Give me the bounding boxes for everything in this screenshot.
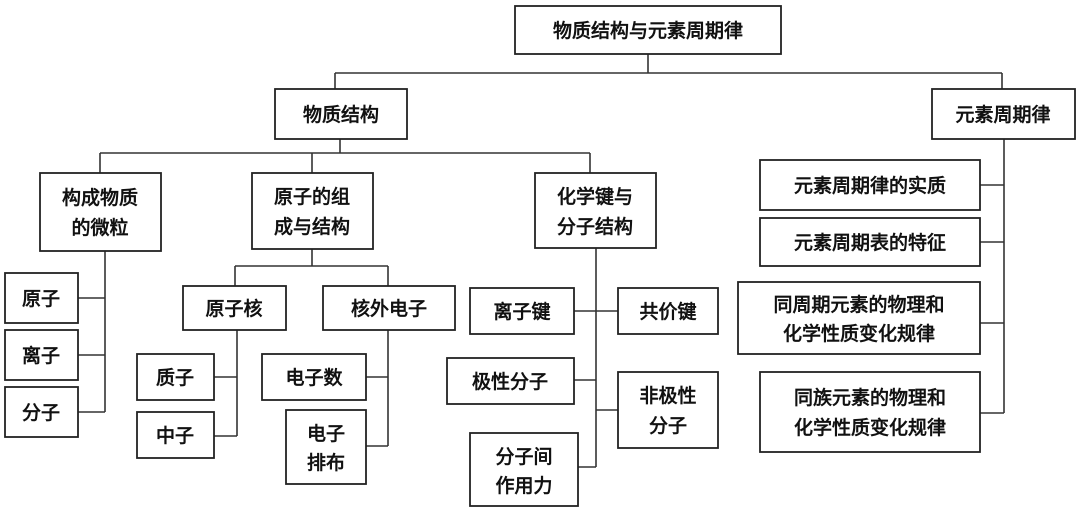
node-proton: 质子 — [136, 353, 215, 401]
node-intermolecular-force: 分子间 作用力 — [469, 432, 579, 507]
node-electron-count: 电子数 — [261, 353, 367, 401]
node-bond-structure-label-line-1: 化学键与 — [557, 185, 633, 208]
node-electrons-label: 核外电子 — [351, 297, 427, 320]
node-ion-particle: 离子 — [4, 329, 79, 381]
node-nucleus: 原子核 — [182, 285, 287, 331]
node-nonpolar-molecule-label-line-2: 分子 — [649, 415, 687, 437]
node-same-group-trends: 同族元素的物理和 化学性质变化规律 — [759, 371, 981, 453]
node-neutron-label: 中子 — [156, 424, 194, 447]
node-same-group-trends-label-line-2: 化学性质变化规律 — [794, 416, 946, 439]
node-electron-arrangement: 电子 排布 — [285, 409, 367, 485]
node-electron-count-label: 电子数 — [285, 366, 343, 389]
node-bond-structure: 化学键与 分子结构 — [534, 172, 657, 249]
node-molecule-particle-label: 分子 — [22, 402, 60, 424]
node-ion-particle-label: 离子 — [22, 344, 60, 367]
connector-lines — [78, 54, 1005, 468]
node-atom-particle-label: 原子 — [22, 288, 60, 310]
node-atom-structure-label-line-1: 原子的组 — [274, 185, 350, 208]
node-periodic: 元素周期律 — [931, 88, 1076, 140]
node-atom-structure: 原子的组 成与结构 — [251, 172, 374, 250]
node-periodic-label: 元素周期律 — [955, 103, 1050, 126]
node-electron-arrangement-label-line-1: 电子 — [307, 422, 345, 445]
node-same-period-trends-label-line-1: 同周期元素的物理和 — [773, 293, 944, 316]
node-periodic-table-features-label: 元素周期表的特征 — [794, 231, 946, 254]
node-covalent-bond: 共价键 — [617, 287, 719, 335]
node-atom-particle: 原子 — [4, 272, 79, 324]
node-particles: 构成物质 的微粒 — [39, 172, 162, 252]
node-nonpolar-molecule: 非极性 分子 — [617, 371, 719, 449]
node-covalent-bond-label: 共价键 — [639, 300, 696, 323]
node-electrons: 核外电子 — [322, 285, 456, 331]
node-intermolecular-force-label-line-2: 作用力 — [495, 474, 552, 497]
node-same-period-trends-label-line-2: 化学性质变化规律 — [783, 322, 935, 345]
node-periodic-law-essence-label: 元素周期律的实质 — [794, 174, 946, 197]
node-neutron: 中子 — [136, 411, 215, 459]
node-nucleus-label: 原子核 — [205, 297, 262, 320]
node-electron-arrangement-label-line-2: 排布 — [307, 451, 345, 474]
node-intermolecular-force-label-line-1: 分子间 — [495, 446, 552, 468]
node-same-group-trends-label-line-1: 同族元素的物理和 — [794, 386, 946, 409]
node-structure: 物质结构 — [274, 88, 408, 140]
node-polar-molecule: 极性分子 — [446, 357, 575, 405]
node-particles-label-line-1: 构成物质 — [62, 186, 138, 209]
node-particles-label-line-2: 的微粒 — [71, 216, 128, 239]
node-polar-molecule-label: 极性分子 — [472, 370, 548, 393]
node-periodic-table-features: 元素周期表的特征 — [759, 217, 981, 267]
node-root-label: 物质结构与元素周期律 — [553, 19, 743, 42]
node-nonpolar-molecule-label-line-1: 非极性 — [639, 384, 696, 407]
node-molecule-particle: 分子 — [4, 386, 79, 438]
node-structure-label: 物质结构 — [303, 103, 379, 126]
node-ionic-bond-label: 离子键 — [493, 300, 550, 323]
node-proton-label: 质子 — [156, 367, 194, 389]
node-same-period-trends: 同周期元素的物理和 化学性质变化规律 — [737, 281, 981, 355]
node-atom-structure-label-line-2: 成与结构 — [274, 215, 350, 238]
node-bond-structure-label-line-2: 分子结构 — [557, 215, 633, 238]
node-root: 物质结构与元素周期律 — [514, 5, 782, 55]
node-periodic-law-essence: 元素周期律的实质 — [759, 159, 981, 211]
node-ionic-bond: 离子键 — [469, 287, 575, 335]
